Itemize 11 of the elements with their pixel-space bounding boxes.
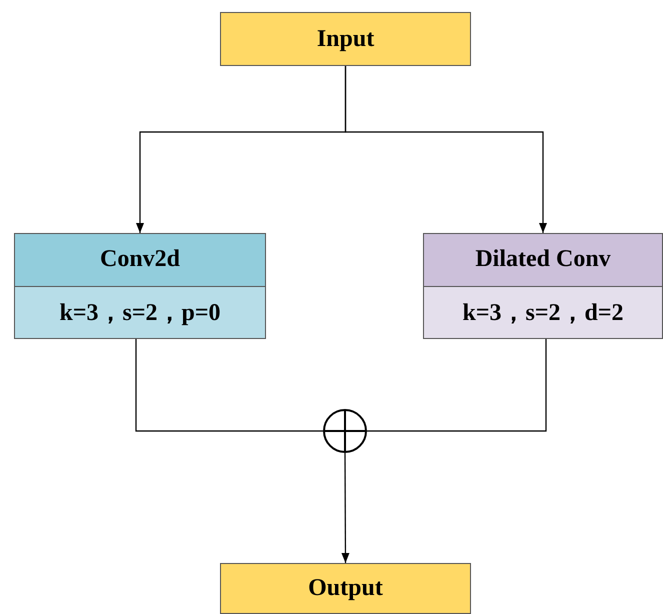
layer-parameters: k=3，s=2，p=0 (15, 286, 265, 338)
connector-arrow (341, 453, 350, 563)
box-title: Input (221, 13, 470, 65)
box-title: Output (221, 564, 470, 613)
layer-box (14, 233, 266, 339)
layer-box (423, 233, 663, 339)
box-title: Dilated Conv (424, 234, 662, 286)
connector-arrow (344, 66, 547, 233)
layer-parameters: k=3，s=2，d=2 (424, 286, 662, 338)
box-title: Conv2d (15, 234, 265, 286)
sum-symbol (323, 409, 367, 453)
